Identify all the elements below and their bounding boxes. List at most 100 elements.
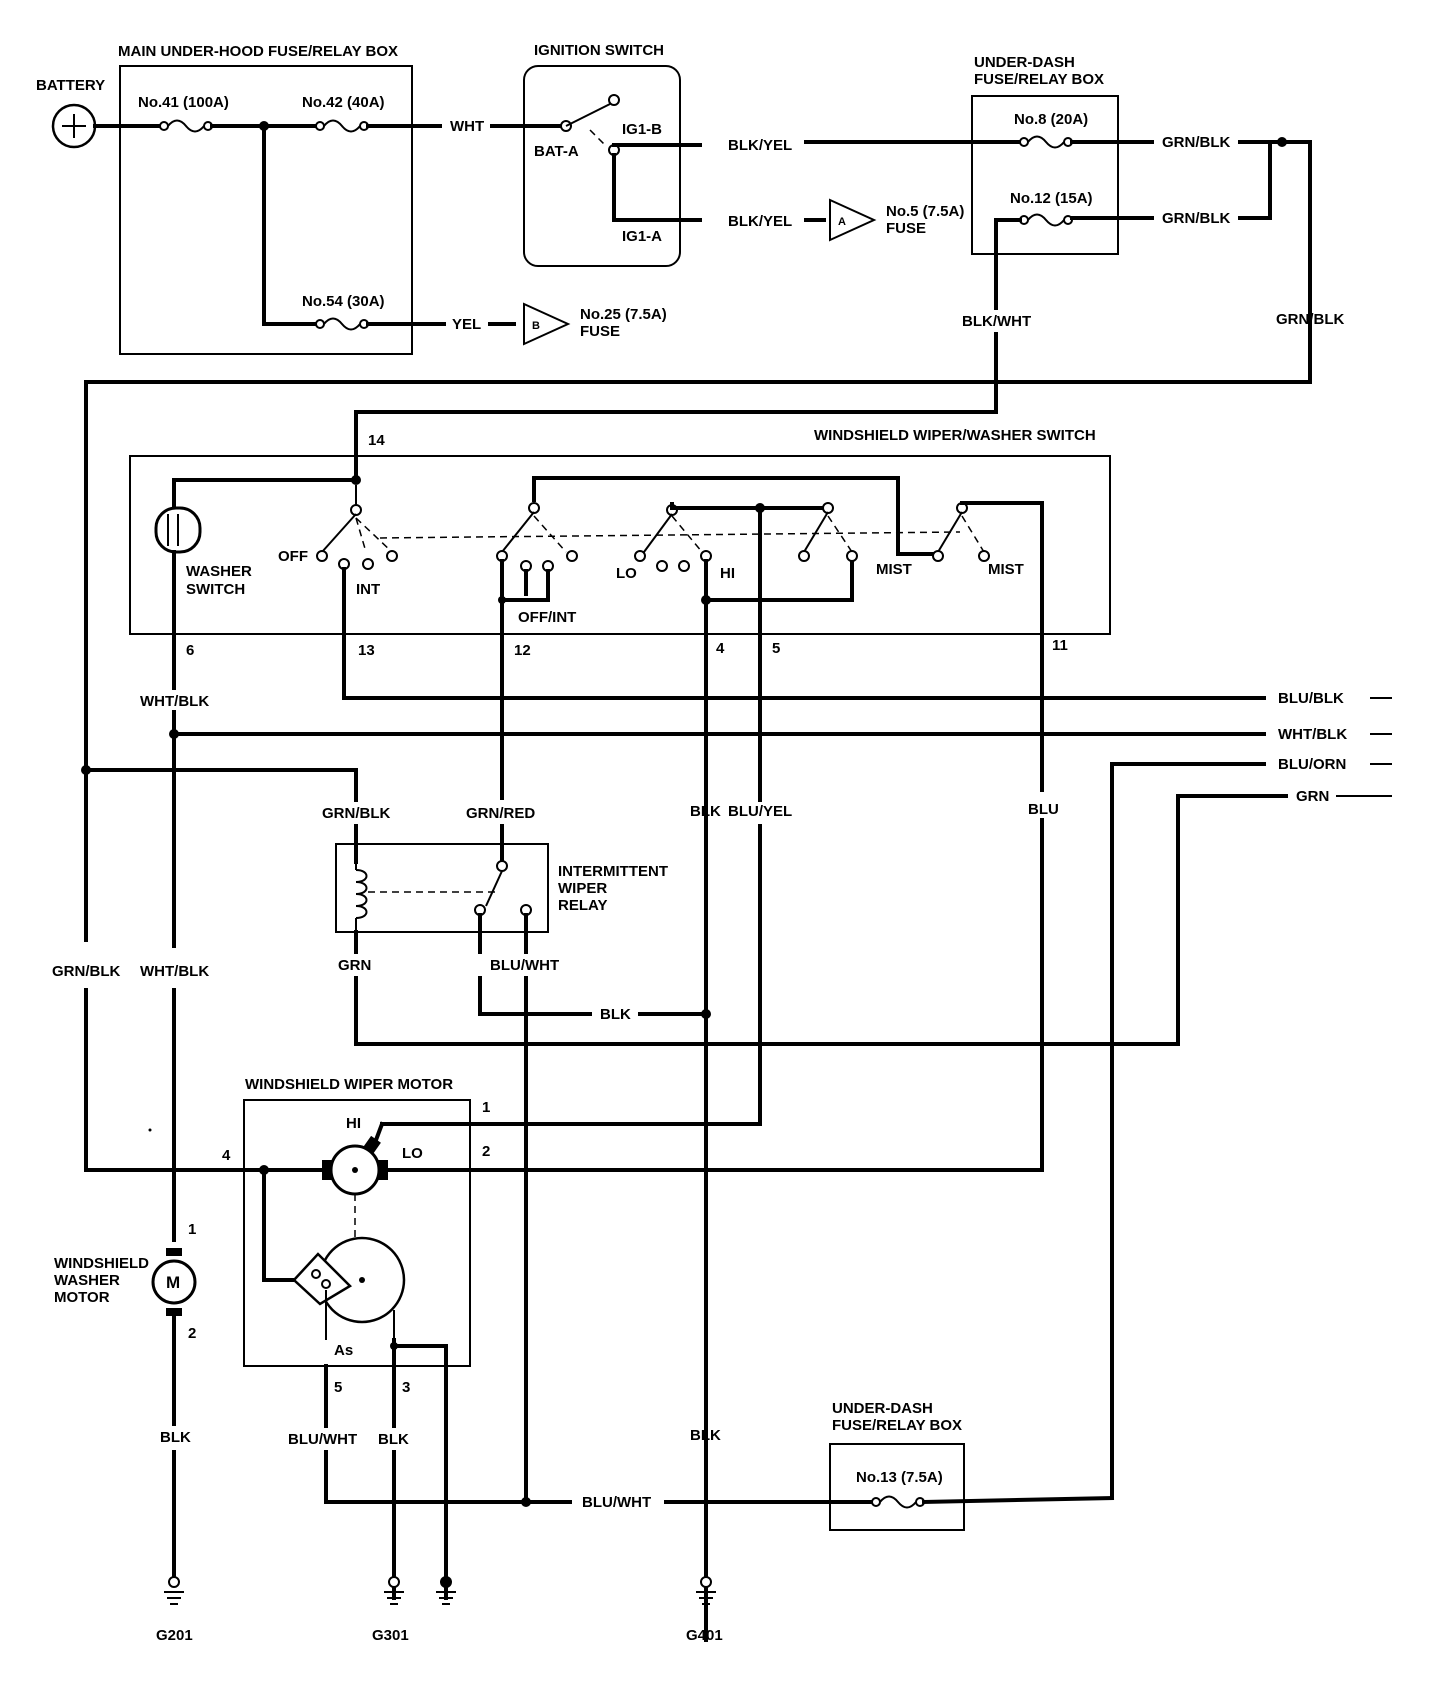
svg-text:LO: LO [616, 565, 637, 582]
switch-pin-11: 11 [1052, 637, 1068, 654]
wiper-switch-box: WINDSHIELD WIPER/WASHER SWITCH [129, 427, 1111, 635]
washer-switch: WASHER SWITCH [154, 478, 358, 652]
motor-pin-3: 3 [402, 1379, 410, 1396]
wiper-switch-title: WINDSHIELD WIPER/WASHER SWITCH [814, 427, 1096, 444]
ignition-switch-title: IGNITION SWITCH [534, 42, 664, 59]
relay-title-line2: WIPER [558, 880, 607, 897]
wiper-switch-section-1: OFF INT [278, 485, 398, 598]
svg-text:A: A [838, 216, 846, 228]
auto-stop-cam: As [292, 1236, 406, 1359]
switch-pin-14: 14 [368, 432, 385, 449]
wire-label-wht-blk-2: WHT/BLK [1278, 726, 1347, 743]
washer-pin-2: 2 [188, 1325, 196, 1342]
wire-label-grn-blk-5: GRN/BLK [52, 963, 120, 980]
svg-text:B: B [532, 320, 540, 332]
fuse-12: No.12 (15A) [1010, 190, 1093, 227]
svg-text:FUSE: FUSE [580, 323, 620, 340]
ignition-switch-contacts: BAT-A IG1-B IG1-A [534, 94, 662, 245]
underdash-fuse-box-2: UNDER-DASH FUSE/RELAY BOX [829, 1400, 965, 1531]
svg-text:No.42 (40A): No.42 (40A) [302, 94, 385, 111]
connector-b: B [523, 302, 571, 346]
wire-label-blu: BLU [1028, 801, 1059, 818]
svg-text:FUSE: FUSE [886, 220, 926, 237]
relay-title-line1: INTERMITTENT [558, 863, 668, 880]
washer-pin-1: 1 [188, 1221, 196, 1238]
underdash-box-2-title-line1: UNDER-DASH [832, 1400, 933, 1417]
ground-g201: G201 [156, 1576, 193, 1644]
svg-text:MIST: MIST [988, 561, 1024, 578]
svg-text:MOTOR: MOTOR [54, 1289, 110, 1306]
svg-text:No.5 (7.5A): No.5 (7.5A) [886, 203, 964, 220]
wire-label-wht-blk-3: WHT/BLK [140, 963, 209, 980]
svg-text:No.13 (7.5A): No.13 (7.5A) [856, 1469, 943, 1486]
main-fuse-box: MAIN UNDER-HOOD FUSE/RELAY BOX [118, 43, 413, 355]
svg-text:No.41 (100A): No.41 (100A) [138, 94, 229, 111]
wire-label-blk-2: BLK [600, 1006, 631, 1023]
switch-pin-12: 12 [514, 642, 531, 659]
wire-label-grn-blk-3: GRN/BLK [1276, 311, 1344, 328]
ground-g401: G401 [686, 1572, 723, 1644]
motor-pin-2: 2 [482, 1143, 490, 1160]
wire-label-blk-5: BLK [690, 1427, 721, 1444]
fuse-41: No.41 (100A) [138, 94, 229, 133]
svg-text:M: M [166, 1273, 180, 1292]
motor-pin-1: 1 [482, 1099, 490, 1116]
main-fuse-box-title: MAIN UNDER-HOOD FUSE/RELAY BOX [118, 43, 398, 60]
underdash-box-2-title-line2: FUSE/RELAY BOX [832, 1417, 962, 1434]
wire-label-blu-yel: BLU/YEL [728, 803, 792, 820]
underdash-fuse-box-1: UNDER-DASH FUSE/RELAY BOX [971, 54, 1119, 255]
wire-label-grn-red: GRN/RED [466, 805, 535, 822]
switch-pin-5: 5 [772, 640, 780, 657]
svg-text:OFF: OFF [278, 548, 308, 565]
wire-label-grn-2: GRN [338, 957, 371, 974]
wiper-switch-mist-1: MIST [798, 502, 912, 578]
ground-g301: G301 [372, 1576, 456, 1644]
wire-label-blu-wht-3: BLU/WHT [582, 1494, 651, 1511]
wiper-motor-box: WINDSHIELD WIPER MOTOR [243, 1076, 471, 1367]
wire-label-blu-blk: BLU/BLK [1278, 690, 1344, 707]
svg-text:WINDSHIELD: WINDSHIELD [54, 1255, 149, 1272]
relay-coil [355, 862, 500, 932]
relay-contacts [474, 860, 532, 916]
wire-label-yel: YEL [452, 316, 481, 333]
svg-text:WASHER: WASHER [54, 1272, 120, 1289]
wiper-switch-section-2: OFF/INT [496, 476, 578, 626]
svg-text:No.8 (20A): No.8 (20A) [1014, 111, 1088, 128]
wire-label-blu-wht-2: BLU/WHT [288, 1431, 357, 1448]
svg-text:As: As [334, 1342, 353, 1359]
wiper-switch-mist-2: MIST [932, 502, 1024, 578]
wire-label-blu-orn: BLU/ORN [1278, 756, 1346, 773]
svg-text:MIST: MIST [876, 561, 912, 578]
wire-label-blk-yel-2: BLK/YEL [728, 213, 792, 230]
wire-label-grn-blk-1: GRN/BLK [1162, 134, 1230, 151]
motor-pin-4: 4 [222, 1147, 231, 1164]
wire-label-blk-yel-1: BLK/YEL [728, 137, 792, 154]
svg-text:OFF/INT: OFF/INT [518, 609, 576, 626]
svg-text:G401: G401 [686, 1627, 723, 1644]
svg-text:No.54 (30A): No.54 (30A) [302, 293, 385, 310]
wire-label-blk-1: BLK [690, 803, 721, 820]
wire-label-wht: WHT [450, 118, 484, 135]
svg-text:INT: INT [356, 581, 380, 598]
svg-text:HI: HI [720, 565, 735, 582]
wire-label-wht-blk-1: WHT/BLK [140, 693, 209, 710]
svg-text:No.12 (15A): No.12 (15A) [1010, 190, 1093, 207]
wiper-motor-symbol: HI LO [322, 1115, 423, 1262]
washer-motor-symbol: M WINDSHIELD WASHER MOTOR [54, 1248, 197, 1316]
wire-label-grn-blk-4: GRN/BLK [322, 805, 390, 822]
svg-text:SWITCH: SWITCH [186, 581, 245, 598]
wire-label-blk-wht: BLK/WHT [962, 313, 1031, 330]
svg-text:No.25 (7.5A): No.25 (7.5A) [580, 306, 667, 323]
wire-label-grn-blk-2: GRN/BLK [1162, 210, 1230, 227]
svg-text:G301: G301 [372, 1627, 409, 1644]
ignition-switch-box: IGNITION SWITCH [523, 42, 681, 267]
wiper-motor-title: WINDSHIELD WIPER MOTOR [245, 1076, 453, 1093]
underdash-box-1-title-line1: UNDER-DASH [974, 54, 1075, 71]
wire-label-grn-1: GRN [1296, 788, 1329, 805]
connector-a: A [829, 198, 877, 242]
wire-label-blk-3: BLK [378, 1431, 409, 1448]
svg-text:BAT-A: BAT-A [534, 143, 579, 160]
intermittent-relay-box: INTERMITTENT WIPER RELAY [335, 843, 668, 933]
switch-pin-13: 13 [358, 642, 375, 659]
battery-symbol: BATTERY [36, 77, 105, 149]
